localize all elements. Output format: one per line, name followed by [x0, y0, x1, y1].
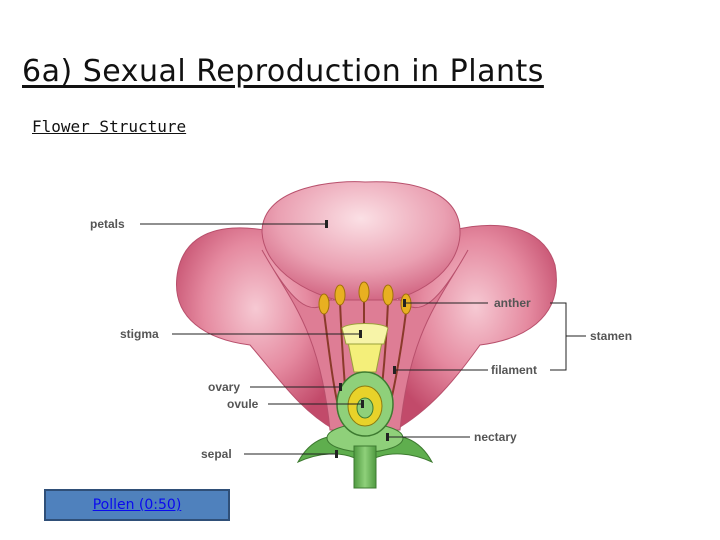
label-nectary: nectary [474, 430, 517, 444]
pollen-video-link-button[interactable]: Pollen (0:50) [44, 489, 230, 521]
slide-subtitle: Flower Structure [32, 117, 187, 136]
label-petals: petals [90, 217, 125, 231]
label-ovary: ovary [208, 380, 240, 394]
label-ovule: ovule [227, 397, 259, 411]
label-anther: anther [494, 296, 531, 310]
leader-lines [140, 223, 586, 455]
slide-title: 6a) Sexual Reproduction in Plants [22, 54, 544, 89]
pollen-video-link-label[interactable]: Pollen (0:50) [92, 497, 182, 513]
ovule-shape [356, 397, 374, 419]
label-stigma: stigma [120, 327, 159, 341]
leader-ticks [325, 220, 406, 458]
label-sepal: sepal [201, 447, 232, 461]
stem [353, 445, 377, 489]
stigma-shape [341, 323, 389, 345]
label-filament: filament [491, 363, 537, 377]
label-stamen: stamen [590, 329, 632, 343]
style [347, 341, 383, 373]
petal-back [261, 181, 461, 306]
